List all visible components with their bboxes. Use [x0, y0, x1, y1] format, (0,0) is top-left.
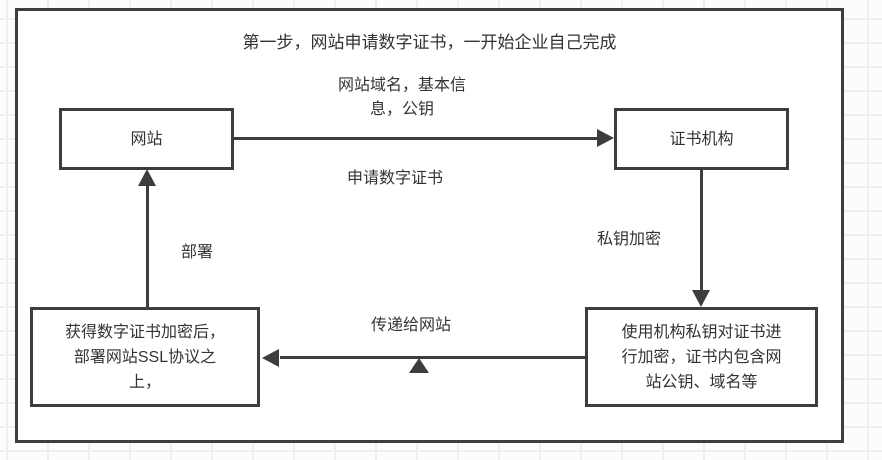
arrow-website-to-ca[interactable] — [234, 137, 600, 140]
node-certificate-authority[interactable]: 证书机构 — [614, 108, 789, 170]
arrowhead-right-icon — [597, 129, 614, 147]
arrow-encrypt-to-deploy[interactable] — [280, 356, 585, 359]
node-deploy-ssl[interactable]: 获得数字证书加密后， 部署网站SSL协议之 上， — [30, 307, 260, 407]
edge-label-deploy[interactable]: 部署 — [181, 244, 214, 261]
node-encrypt-certificate[interactable]: 使用机构私钥对证书进 行加密，证书内包含网 站公钥、域名等 — [585, 307, 818, 407]
node-website-label: 网站 — [130, 130, 163, 148]
diagram-title[interactable]: 第一步，网站申请数字证书，一开始企业自己完成 — [242, 33, 617, 52]
node-encrypt-certificate-label: 使用机构私钥对证书进 行加密，证书内包含网 站公钥、域名等 — [621, 323, 782, 391]
node-deploy-ssl-label: 获得数字证书加密后， 部署网站SSL协议之 上， — [64, 323, 225, 391]
edge-label-apply-certificate[interactable]: 申请数字证书 — [347, 170, 444, 187]
arrowhead-up-icon — [138, 169, 156, 186]
edge-label-domain-info[interactable]: 网站域名，基本信 息，公钥 — [337, 77, 466, 118]
arrow-ca-to-encrypt[interactable] — [700, 170, 703, 292]
node-website[interactable]: 网站 — [59, 108, 234, 170]
edge-label-deliver-to-website[interactable]: 传递给网站 — [371, 317, 452, 334]
arrowhead-mid-up-icon — [409, 358, 429, 373]
arrow-deploy-to-website[interactable] — [146, 186, 149, 307]
edge-label-private-key-encrypt[interactable]: 私钥加密 — [597, 231, 662, 248]
node-certificate-authority-label: 证书机构 — [669, 130, 734, 148]
arrowhead-down-icon — [692, 290, 710, 307]
arrowhead-left-icon — [262, 349, 279, 367]
